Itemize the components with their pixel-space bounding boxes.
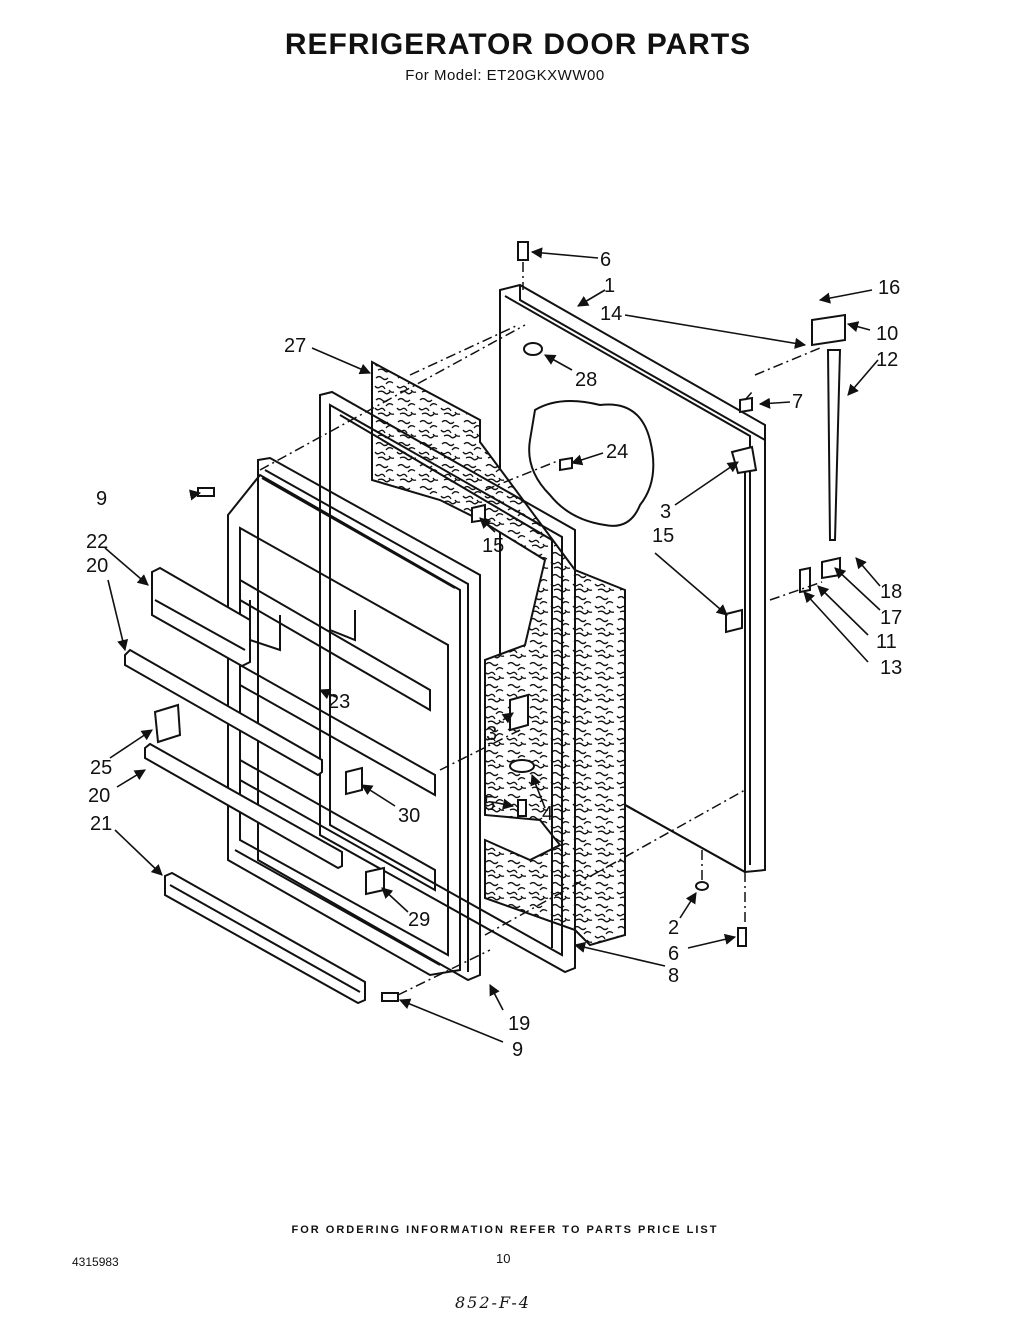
callout-23: 23 — [328, 691, 350, 713]
callout-28: 28 — [575, 369, 597, 391]
door-liner-shelves — [227, 473, 461, 977]
handwritten-note: 852-F-4 — [455, 1293, 531, 1312]
callout-4: 4 — [542, 803, 553, 825]
callout-9-top: 9 — [96, 488, 107, 510]
page-number: 10 — [496, 1251, 511, 1266]
callout-13: 13 — [880, 657, 902, 679]
leader-lines — [104, 247, 881, 1043]
callout-25: 25 — [90, 757, 112, 779]
callout-6-bottom: 6 — [668, 943, 679, 965]
callout-7: 7 — [792, 391, 803, 413]
callout-2: 2 — [668, 917, 679, 939]
inner-door-liner — [257, 456, 481, 982]
callout-10: 10 — [876, 323, 898, 345]
callout-27: 27 — [284, 335, 306, 357]
shelf-bars — [124, 566, 366, 1005]
callout-11: 11 — [876, 631, 897, 653]
callout-5: 5 — [484, 793, 495, 815]
callout-labels: 6 1 16 14 10 27 12 28 7 24 9 3 15 15 22 … — [86, 249, 902, 1061]
door-gasket — [319, 390, 576, 974]
callout-17: 17 — [880, 607, 902, 629]
callout-29: 29 — [408, 909, 430, 931]
callout-24: 24 — [606, 441, 628, 463]
part-number: 4315983 — [72, 1255, 119, 1269]
callout-21: 21 — [90, 813, 112, 835]
model-subtitle: For Model: ET20GKXWW00 — [405, 67, 605, 84]
callout-8: 8 — [668, 965, 679, 987]
callout-15-left: 15 — [482, 535, 504, 557]
callout-20-upper: 20 — [86, 555, 108, 577]
callout-19: 19 — [508, 1013, 530, 1035]
callout-20-lower: 20 — [88, 785, 110, 807]
callout-9-bottom: 9 — [512, 1039, 523, 1061]
ordering-note: FOR ORDERING INFORMATION REFER TO PARTS … — [291, 1224, 719, 1236]
callout-18: 18 — [880, 581, 902, 603]
callout-1: 1 — [604, 275, 615, 297]
callout-3-upper: 3 — [660, 501, 671, 523]
page-title: REFRIGERATOR DOOR PARTS — [284, 28, 752, 61]
callout-15-right: 15 — [652, 525, 674, 547]
callout-16: 16 — [878, 277, 900, 299]
construction-lines — [259, 262, 823, 996]
callout-22: 22 — [86, 531, 108, 553]
callout-6-top: 6 — [600, 249, 611, 271]
callout-3-lower: 3 — [486, 723, 497, 745]
callout-12: 12 — [876, 349, 898, 371]
callout-30: 30 — [398, 805, 420, 827]
insulation-cutaway — [528, 400, 655, 527]
callout-14: 14 — [600, 303, 622, 325]
